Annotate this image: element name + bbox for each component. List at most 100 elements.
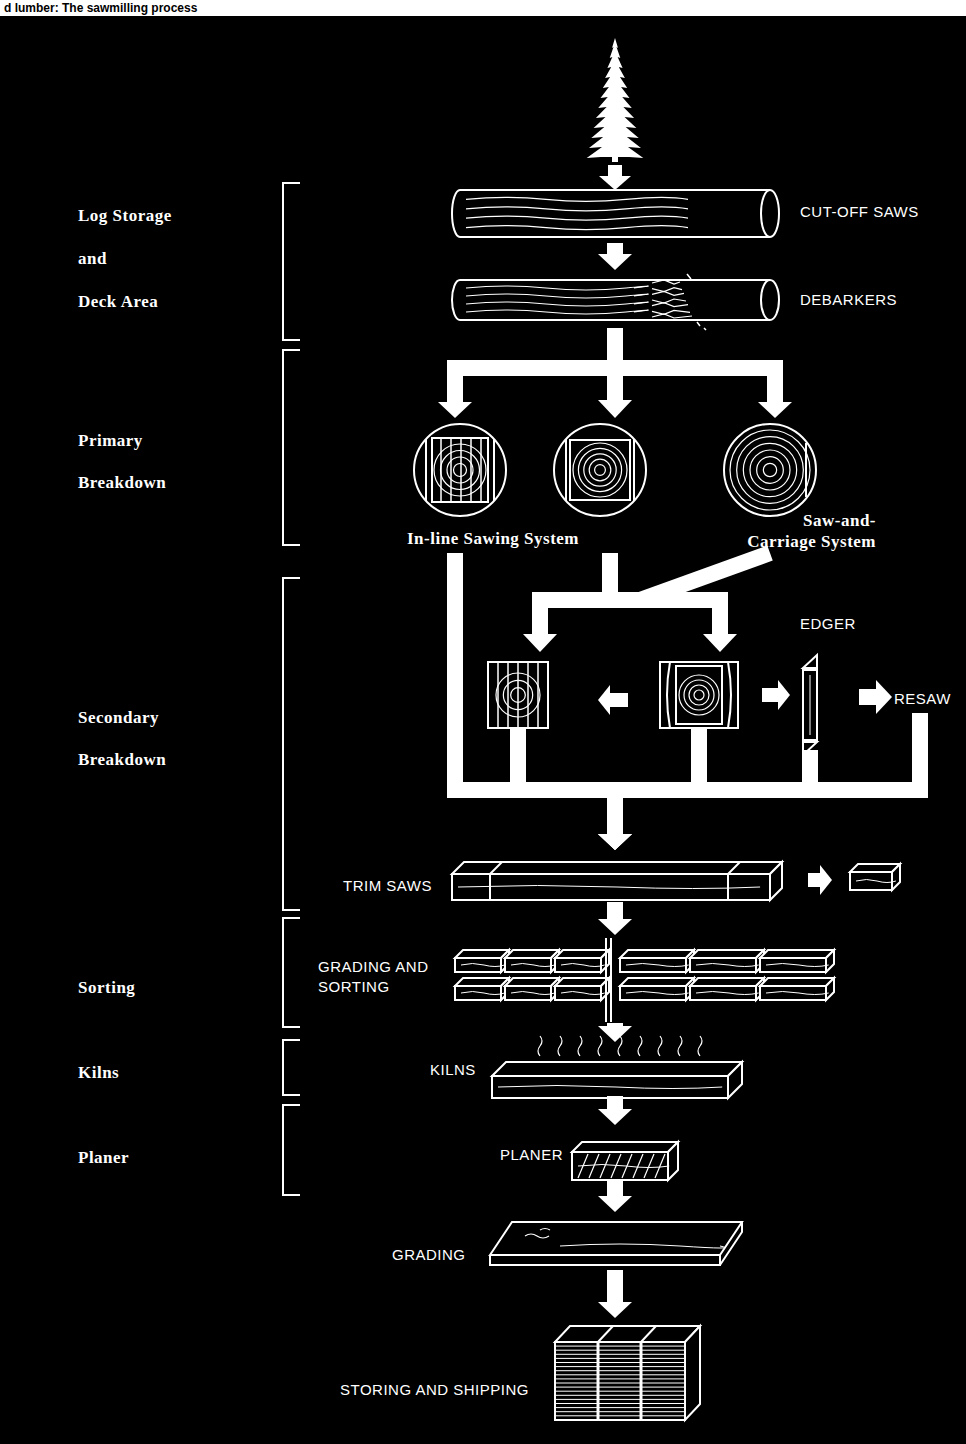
diagram-title: d lumber: The sawmilling process [4,1,197,15]
graded-board [490,1222,742,1265]
arrow-shaft [532,600,548,634]
arrow-shaft [762,688,778,702]
hatch-line [611,1154,621,1178]
step-label: KILNS [430,1060,476,1080]
hatch-line [600,1154,610,1178]
arrow-head [598,400,632,418]
flow-arrow [598,902,632,935]
lumber-board [620,950,694,972]
step-label: RESAW [894,689,951,709]
arrow-head [598,919,632,935]
drawing-stroke [425,439,427,501]
step-label: EDGER [800,614,856,634]
drawing-stroke [555,1374,685,1375]
arrow-shaft [455,328,615,402]
drawing-stroke [667,662,731,728]
drawing-stroke [668,1142,678,1180]
growth-ring [434,444,486,496]
arrow-head [598,834,632,850]
drawing-stroke [460,438,462,502]
edger-piece [803,655,817,755]
tree-trunk [612,150,618,162]
growth-ring [737,437,804,504]
drawing-stroke [572,1142,678,1152]
arrow-shaft [607,1181,623,1196]
section-bracket [283,1040,300,1095]
step-label: GRADING AND SORTING [318,957,440,997]
lumber-stack [555,1326,700,1420]
drawing-stroke [555,1403,685,1404]
drawing-stroke [728,1062,742,1098]
steam-line [558,1036,562,1056]
drawing-stroke [555,1346,685,1347]
drawing-stroke [652,314,692,318]
section-label: Primary Breakdown [78,420,178,504]
drawing-stroke [620,978,694,986]
section-bracket [283,1105,300,1195]
drawing-stroke [466,302,648,306]
drawing-stroke [555,1399,685,1400]
block-arrow [598,685,628,715]
drawing-stroke [633,439,635,501]
hatch-line [622,1154,632,1178]
flow-arrow [598,243,632,270]
flow-bar [691,728,707,790]
drawing-stroke [660,662,738,728]
drawing-stroke [511,964,555,967]
drawing-stroke [760,958,826,972]
step-label: DEBARKERS [800,290,897,310]
growth-ring [694,690,704,700]
drawing-stroke [461,992,505,995]
drawing-stroke [766,964,829,967]
arrow-head [598,1302,632,1318]
arrow-head [876,680,892,714]
drawing-stroke [480,438,482,502]
drawing-stroke [561,992,605,995]
process-step: Saw-and-Carriage System [720,418,880,554]
steam-line [698,1036,702,1056]
drawing-stroke [760,986,826,1000]
section-label: Sorting [78,977,135,999]
arrow-head [820,865,832,895]
drawing-stroke [652,299,686,303]
drawing-stroke [458,886,760,889]
drawing-stroke [452,874,770,900]
drawing-stroke [466,207,688,211]
carriage-log-section [724,424,816,516]
arrow-head [599,176,631,190]
step-label: TRIM SAWS [343,876,432,896]
drawing-stroke [555,1362,685,1363]
drawing-stroke [805,443,807,497]
flow-arrow [598,1270,632,1318]
flow-bar [510,728,526,790]
lumber-board [455,950,509,972]
process-step: DEBARKERS [445,270,925,328]
arrow-head [523,634,557,652]
arrow-head [778,680,790,710]
drawing-stroke [537,662,539,728]
process-step: CUT-OFF SAWS [445,185,925,243]
arrow-shaft [859,689,876,705]
hatch-line [578,1154,588,1178]
drawing-stroke [492,1076,728,1098]
process-step: RESAW [892,685,954,713]
drawing-stroke [555,1415,685,1416]
arrow-head [598,1026,632,1042]
drawing-stroke [555,1354,685,1355]
process-step: GRADING [385,1212,747,1270]
board-cant [488,662,548,728]
arrow-shaft [607,1023,623,1026]
arrow-head [598,834,632,850]
drawing-stroke [489,874,491,900]
drawing-stroke [493,439,495,501]
arrow-head [703,634,737,652]
drawing-stroke [466,286,648,290]
drawing-stroke [555,1326,700,1342]
drawing-stroke [452,190,770,237]
steam-line [538,1036,542,1056]
drawing-stroke [761,280,779,320]
arrow-head [598,1196,632,1212]
arrow-shaft [455,553,615,834]
section-label: Deck Area [78,291,158,313]
growth-ring [750,450,790,490]
